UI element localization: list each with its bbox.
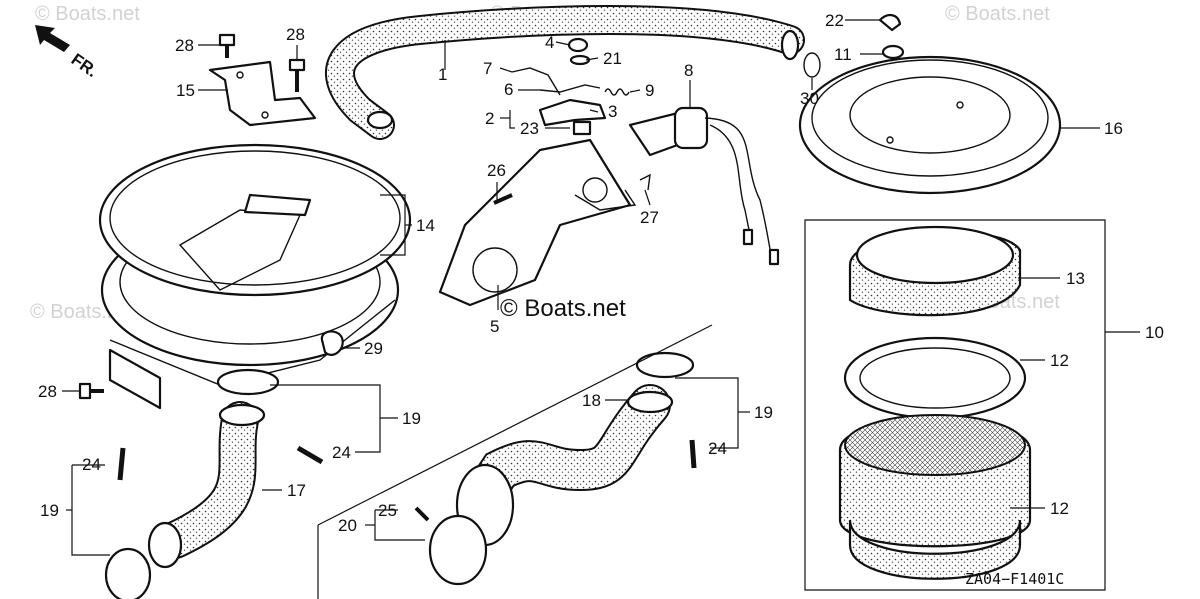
direction-label: FR. — [68, 50, 101, 81]
callout-27: 27 — [640, 208, 659, 227]
callout-17: 17 — [287, 481, 306, 500]
callout-labels: 1 2 3 4 5 6 7 8 9 10 11 12 12 13 14 15 1… — [38, 11, 1164, 535]
part-28-bolt-right — [288, 58, 306, 92]
part-20-clamp — [428, 514, 488, 586]
air-filter-element — [838, 414, 1032, 548]
part-22-clamp — [878, 14, 902, 32]
part-19-clamp-left-upper — [216, 368, 280, 396]
callout-11: 11 — [834, 45, 852, 64]
leader-lines — [62, 19, 1140, 556]
part-28-bolt-lower — [78, 382, 104, 400]
callout-24-right: 24 — [708, 439, 727, 458]
part-1-breather-tube — [325, 5, 805, 140]
callout-19-center: 19 — [402, 409, 421, 428]
callout-21: 21 — [603, 49, 622, 68]
callout-2: 2 — [485, 109, 494, 128]
callout-7: 7 — [483, 59, 492, 78]
callout-28-top: 28 — [175, 36, 194, 55]
part-4-cap — [567, 37, 589, 53]
part-14-air-cleaner-case — [98, 143, 412, 410]
part-25-screw — [414, 506, 430, 522]
part-24-screw-center — [296, 445, 324, 465]
part-12-gasket-upper — [843, 336, 1027, 420]
part-11-grommet — [881, 44, 905, 60]
part-23-nut — [572, 120, 592, 136]
part-8-solenoid — [628, 106, 780, 266]
part-30-o-ring — [803, 52, 821, 78]
part-19-clamp-left-lower — [104, 547, 152, 599]
part-24-screw-right — [689, 439, 697, 469]
callout-30: 30 — [800, 89, 819, 108]
callout-12-upper: 12 — [1050, 351, 1069, 370]
part-18-intake-tube — [455, 384, 674, 547]
section-divider-line — [317, 324, 713, 526]
callout-29: 29 — [364, 339, 383, 358]
callout-15: 15 — [176, 81, 195, 100]
part-17-elbow-tube — [147, 401, 266, 569]
part-7-link — [511, 67, 561, 96]
callout-6: 6 — [504, 80, 513, 99]
callout-22: 22 — [825, 11, 844, 30]
callout-1: 1 — [438, 65, 447, 84]
callout-19-right: 19 — [754, 403, 773, 422]
callout-20: 20 — [338, 516, 357, 535]
callout-4: 4 — [545, 33, 554, 52]
callout-24-left: 24 — [82, 455, 101, 474]
callout-25: 25 — [378, 501, 397, 520]
callout-23: 23 — [520, 119, 539, 138]
callout-5: 5 — [490, 317, 499, 336]
brand-label: © Boats.net — [500, 295, 626, 322]
part-6-rod — [539, 84, 601, 93]
part-10-element-group-bracket — [804, 219, 1106, 591]
callout-13: 13 — [1066, 269, 1085, 288]
part-12-gasket-lower — [848, 519, 1022, 580]
callout-18: 18 — [582, 391, 601, 410]
callout-16: 16 — [1104, 119, 1123, 138]
callout-8: 8 — [684, 61, 693, 80]
part-28-bolt-top — [218, 33, 236, 58]
callout-24-center: 24 — [332, 443, 351, 462]
part-29-clip — [320, 330, 344, 356]
part-2-lever — [538, 98, 607, 127]
part-9-spring — [604, 88, 630, 96]
callout-10: 10 — [1145, 323, 1164, 342]
watermark-top-left: © Boats.net — [35, 3, 140, 25]
callout-28-lower: 28 — [38, 382, 57, 401]
part-24-screw-left — [117, 447, 126, 481]
part-5-mounting-plate — [438, 138, 637, 307]
diagram-code: ZA04−F1401C — [965, 570, 1064, 588]
callout-3: 3 — [608, 102, 617, 121]
watermark-top-right: © Boats.net — [945, 3, 1050, 25]
part-19-clamp-right — [635, 351, 695, 379]
part-13-prefilter-foam — [848, 225, 1022, 317]
callout-9: 9 — [645, 81, 654, 100]
callout-12-lower: 12 — [1050, 499, 1069, 518]
part-27-clip — [639, 173, 651, 191]
part-26-screw — [493, 193, 513, 205]
callout-19-left: 19 — [40, 501, 59, 520]
callout-26: 26 — [487, 161, 506, 180]
part-16-air-cleaner-cover — [798, 55, 1062, 195]
front-direction-arrow-icon: FR. — [35, 25, 101, 81]
callout-28-right: 28 — [286, 25, 305, 44]
callout-14: 14 — [416, 216, 435, 235]
